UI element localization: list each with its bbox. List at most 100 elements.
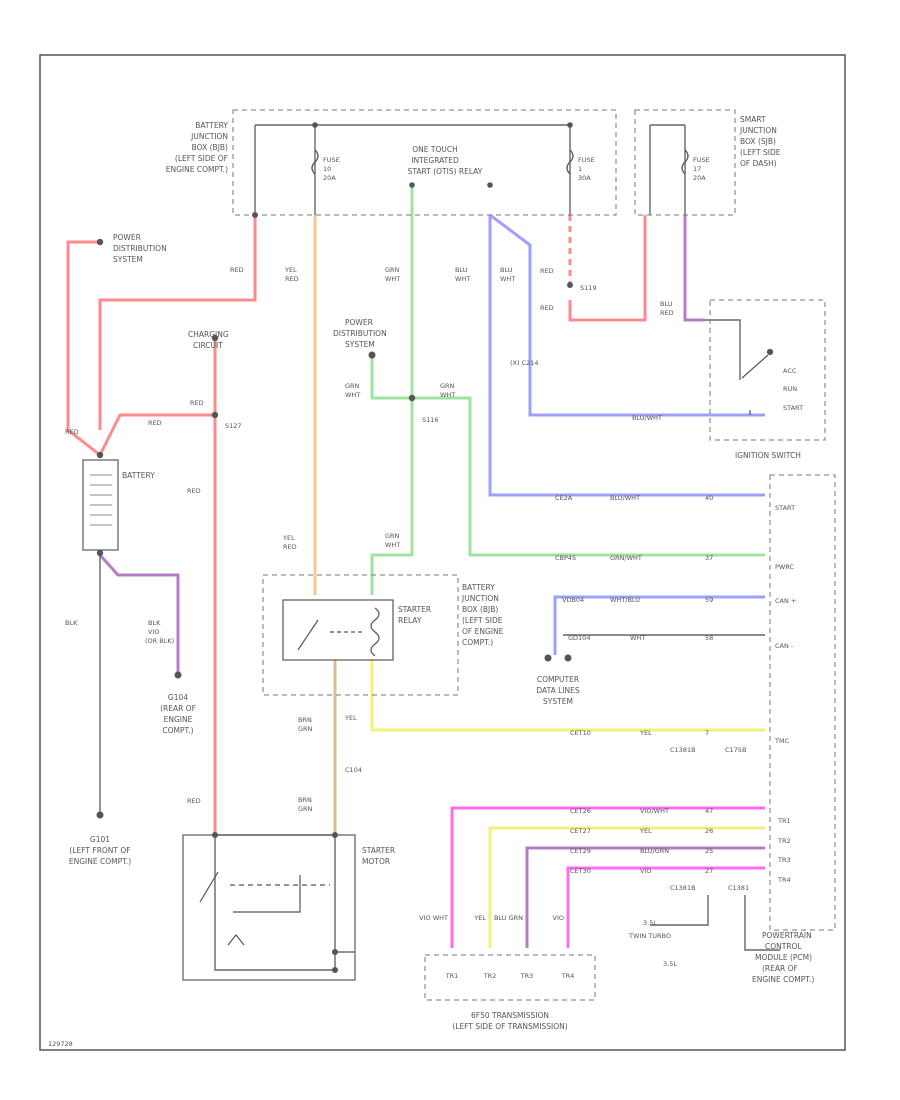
svg-text:RED: RED <box>540 267 554 275</box>
svg-text:STARTER: STARTER <box>398 605 431 614</box>
svg-text:37: 37 <box>705 554 713 562</box>
svg-text:TR2: TR2 <box>777 837 791 845</box>
label-g104: G104 (REAR OF ENGINE COMPT.) <box>160 693 196 735</box>
svg-text:FUSE: FUSE <box>323 156 340 164</box>
svg-text:RED: RED <box>65 428 79 436</box>
label-one-touch: ONE TOUCH INTEGRATED START (OTIS) RELAY <box>408 145 483 176</box>
pcm-box <box>769 474 836 931</box>
svg-text:WHT: WHT <box>440 391 455 399</box>
svg-text:WHT: WHT <box>500 275 515 283</box>
svg-text:(LEFT FRONT OF: (LEFT FRONT OF <box>69 846 130 855</box>
svg-text:GRN: GRN <box>385 532 400 540</box>
svg-text:TR2: TR2 <box>483 972 497 980</box>
svg-text:RED: RED <box>283 543 297 551</box>
label-ignition-switch: IGNITION SWITCH <box>735 451 801 460</box>
battery-junction-box <box>232 109 617 216</box>
svg-text:JUNCTION: JUNCTION <box>190 132 228 141</box>
svg-text:RELAY: RELAY <box>398 616 422 625</box>
svg-text:VIO WHT: VIO WHT <box>419 914 448 922</box>
wire-black <box>99 124 780 971</box>
label-circuit-ids: CE2A CBP45 VDB04 GD104 CET10 CET26 CET27… <box>555 414 662 875</box>
svg-text:FUSE: FUSE <box>693 156 710 164</box>
svg-text:25: 25 <box>705 847 713 855</box>
svg-text:G104: G104 <box>168 693 188 702</box>
svg-text:RED: RED <box>187 797 201 805</box>
label-transmission: 6F50 TRANSMISSION (LEFT SIDE OF TRANSMIS… <box>452 1011 567 1031</box>
svg-text:DATA LINES: DATA LINES <box>536 686 579 695</box>
svg-text:RUN: RUN <box>783 385 797 393</box>
svg-text:30A: 30A <box>578 174 591 182</box>
svg-text:CHARGING: CHARGING <box>188 330 229 339</box>
svg-text:VDB04: VDB04 <box>562 596 584 604</box>
svg-text:SYSTEM: SYSTEM <box>113 255 143 264</box>
label-s127: S127 <box>225 422 242 430</box>
wire-red <box>66 215 647 835</box>
svg-text:CAN -: CAN - <box>775 642 794 650</box>
wire-yellow <box>370 660 765 948</box>
svg-text:RED: RED <box>190 399 204 407</box>
svg-text:G101: G101 <box>90 835 110 844</box>
svg-text:BATTERY: BATTERY <box>195 121 228 130</box>
svg-text:WHT: WHT <box>455 275 470 283</box>
label-power-dist-2: POWER DISTRIBUTION SYSTEM <box>333 318 387 349</box>
svg-text:CET29: CET29 <box>570 847 591 855</box>
svg-text:(REAR OF: (REAR OF <box>762 964 798 973</box>
svg-text:YEL: YEL <box>344 714 357 722</box>
svg-text:TR3: TR3 <box>777 856 791 864</box>
svg-text:ACC: ACC <box>783 367 797 375</box>
label-wire-colors: RED RED RED RED RED RED RED RED YEL RED … <box>65 266 674 813</box>
label-charging: CHARGING CIRCUIT <box>188 330 229 350</box>
svg-text:OF DASH): OF DASH) <box>740 159 777 168</box>
svg-text:(OR BLK): (OR BLK) <box>145 637 174 645</box>
svg-text:SYSTEM: SYSTEM <box>543 697 573 706</box>
svg-text:WHT: WHT <box>385 541 400 549</box>
svg-text:TMC: TMC <box>774 737 790 745</box>
label-c175b: C175B <box>725 746 746 754</box>
wire-grn-wht <box>370 185 765 595</box>
label-footer-code: 129728 <box>48 1040 73 1048</box>
label-twin-turbo: 3.5L TWIN TURBO <box>628 919 671 940</box>
svg-text:DISTRIBUTION: DISTRIBUTION <box>113 244 167 253</box>
svg-text:7: 7 <box>705 729 709 737</box>
wire-violet <box>98 215 765 948</box>
svg-text:47: 47 <box>705 807 713 815</box>
svg-text:RED: RED <box>540 304 554 312</box>
svg-text:POWER: POWER <box>113 233 141 242</box>
svg-text:CET30: CET30 <box>570 867 591 875</box>
svg-text:STARTER: STARTER <box>362 846 395 855</box>
svg-text:ENGINE COMPT.): ENGINE COMPT.) <box>166 165 228 174</box>
svg-text:VIO: VIO <box>148 628 159 636</box>
label-c1381b: C1381B <box>670 884 696 892</box>
label-pcm-pins: START PWRC CAN + CAN - TMC TR1 TR2 TR3 T… <box>774 504 796 884</box>
label-starter-relay-box: BATTERY JUNCTION BOX (BJB) (LEFT SIDE OF… <box>461 583 504 647</box>
wire-magenta <box>450 806 765 948</box>
svg-text:DISTRIBUTION: DISTRIBUTION <box>333 329 387 338</box>
splice-dots <box>96 122 573 973</box>
svg-text:40: 40 <box>705 494 713 502</box>
svg-text:GRN: GRN <box>385 266 400 274</box>
label-trans-wires: VIO WHT YEL BLU GRN VIO <box>419 914 564 922</box>
svg-text:MOTOR: MOTOR <box>362 857 390 866</box>
svg-text:WHT: WHT <box>630 634 645 642</box>
svg-text:START (OTIS) RELAY: START (OTIS) RELAY <box>408 167 483 176</box>
svg-text:TR1: TR1 <box>445 972 459 980</box>
label-fuse-c: FUSE 17 20A <box>693 156 710 182</box>
label-s116: S116 <box>422 416 439 424</box>
wire-blu-wht <box>488 213 765 655</box>
svg-text:ENGINE: ENGINE <box>164 715 193 724</box>
label-ign-positions: ACC RUN START <box>783 367 803 412</box>
svg-text:ENGINE COMPT.): ENGINE COMPT.) <box>752 975 814 984</box>
svg-text:26: 26 <box>705 827 713 835</box>
svg-text:TR3: TR3 <box>520 972 534 980</box>
label-battery: BATTERY <box>122 471 155 480</box>
svg-text:INTEGRATED: INTEGRATED <box>411 156 459 165</box>
ignition-switch-symbol <box>741 348 774 415</box>
label-35l: 3.5L <box>663 960 677 968</box>
svg-text:GRN: GRN <box>298 725 313 733</box>
label-starter-motor: STARTER MOTOR <box>362 846 395 866</box>
svg-text:BLU: BLU <box>455 266 468 274</box>
svg-text:COMPT.): COMPT.) <box>162 726 193 735</box>
svg-text:CET10: CET10 <box>570 729 591 737</box>
svg-text:27: 27 <box>705 867 713 875</box>
svg-text:6F50 TRANSMISSION: 6F50 TRANSMISSION <box>471 1011 549 1020</box>
